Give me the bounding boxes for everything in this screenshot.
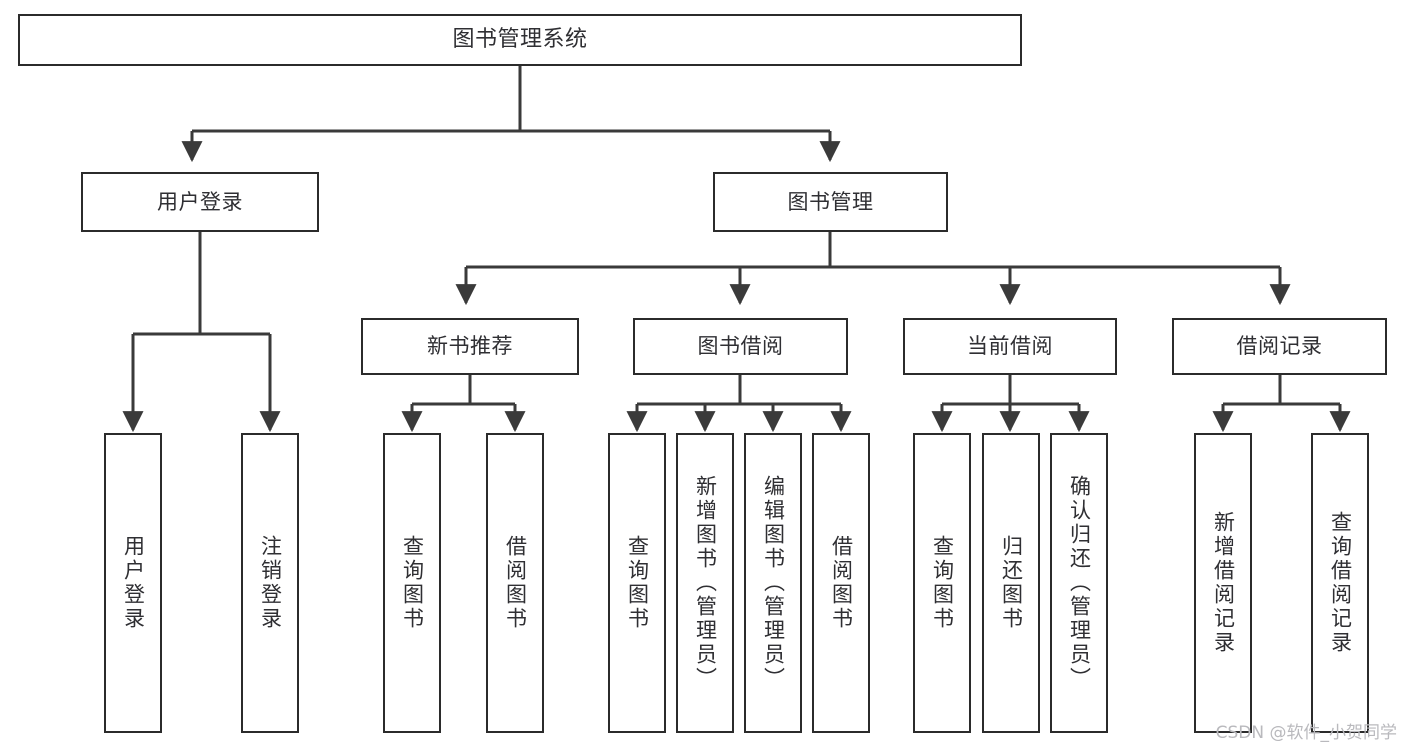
node-label: 编辑图书（管理员） bbox=[761, 475, 786, 691]
node-user-login[interactable]: 用户登录 bbox=[81, 172, 319, 232]
node-label: 新增图书（管理员） bbox=[693, 475, 718, 691]
node-label: 用户登录 bbox=[157, 189, 243, 214]
leaf-add-borrow-record[interactable]: 新增借阅记录 bbox=[1194, 433, 1252, 733]
leaf-logout[interactable]: 注销登录 bbox=[241, 433, 299, 733]
node-label: 图书管理系统 bbox=[452, 27, 588, 53]
node-book-borrowing[interactable]: 图书借阅 bbox=[633, 318, 848, 375]
node-label: 新书推荐 bbox=[427, 334, 513, 359]
leaf-query-books-new[interactable]: 查询图书 bbox=[383, 433, 441, 733]
node-borrow-records[interactable]: 借阅记录 bbox=[1172, 318, 1387, 375]
node-label: 查询图书 bbox=[930, 535, 955, 631]
leaf-query-books-current[interactable]: 查询图书 bbox=[913, 433, 971, 733]
node-label: 查询图书 bbox=[400, 535, 425, 631]
leaf-edit-book-admin[interactable]: 编辑图书（管理员） bbox=[744, 433, 802, 733]
csdn-watermark: CSDN @软件_小贺同学 bbox=[1215, 723, 1397, 743]
node-label: 借阅记录 bbox=[1236, 334, 1323, 359]
node-label: 归还图书 bbox=[999, 535, 1024, 631]
node-label: 用户登录 bbox=[121, 535, 146, 631]
node-label: 注销登录 bbox=[258, 535, 283, 631]
node-book-management[interactable]: 图书管理 bbox=[713, 172, 948, 232]
leaf-query-borrow-record[interactable]: 查询借阅记录 bbox=[1311, 433, 1369, 733]
node-root-book-management-system[interactable]: 图书管理系统 bbox=[18, 14, 1022, 66]
node-label: 图书管理 bbox=[787, 189, 874, 214]
node-label: 图书借阅 bbox=[697, 334, 784, 359]
leaf-add-book-admin[interactable]: 新增图书（管理员） bbox=[676, 433, 734, 733]
node-new-book-recommendation[interactable]: 新书推荐 bbox=[361, 318, 579, 375]
node-label: 当前借阅 bbox=[967, 334, 1053, 359]
leaf-return-book[interactable]: 归还图书 bbox=[982, 433, 1040, 733]
node-label: 查询借阅记录 bbox=[1328, 511, 1353, 655]
leaf-query-books-borrow[interactable]: 查询图书 bbox=[608, 433, 666, 733]
node-label: 新增借阅记录 bbox=[1211, 511, 1236, 655]
node-label: 确认归还（管理员） bbox=[1067, 475, 1092, 691]
node-current-borrowing[interactable]: 当前借阅 bbox=[903, 318, 1117, 375]
leaf-lend-book[interactable]: 借阅图书 bbox=[812, 433, 870, 733]
node-label: 借阅图书 bbox=[503, 535, 528, 631]
node-label: 借阅图书 bbox=[829, 535, 854, 631]
node-label: 查询图书 bbox=[625, 535, 650, 631]
leaf-user-login[interactable]: 用户登录 bbox=[104, 433, 162, 733]
leaf-confirm-return-admin[interactable]: 确认归还（管理员） bbox=[1050, 433, 1108, 733]
leaf-borrow-books-new[interactable]: 借阅图书 bbox=[486, 433, 544, 733]
